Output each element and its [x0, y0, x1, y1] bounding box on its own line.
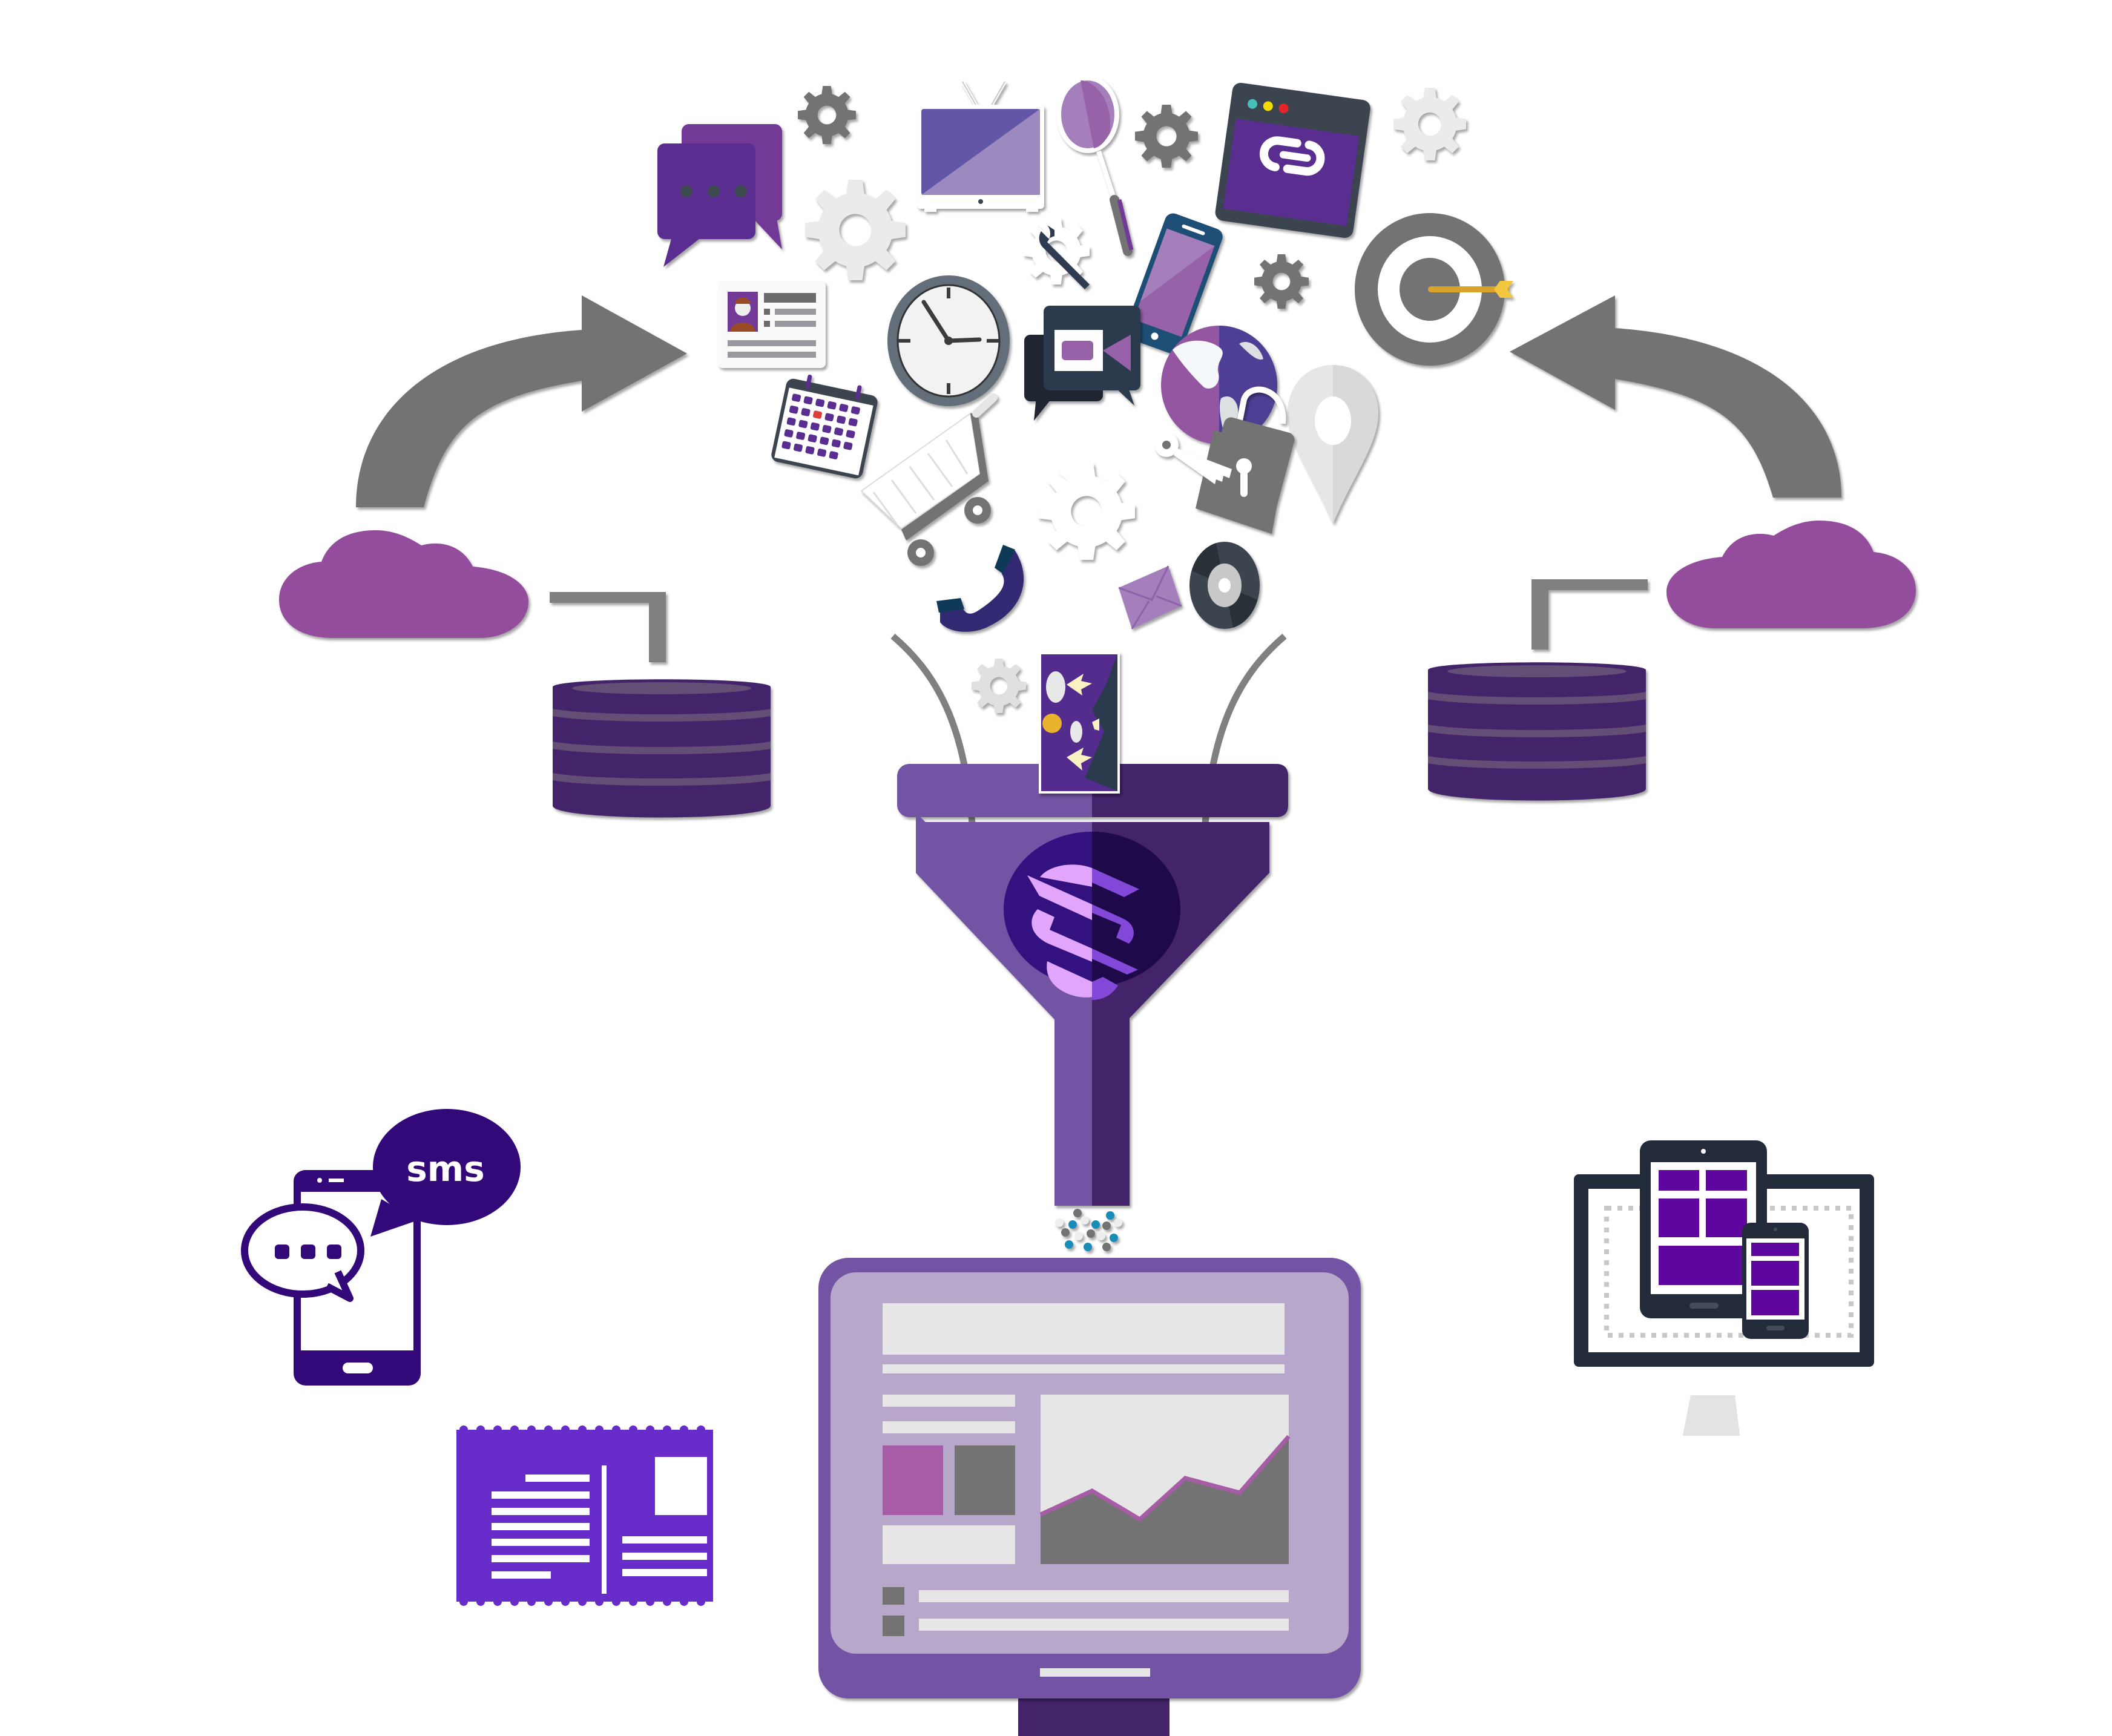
- gear-icon: [972, 659, 1026, 713]
- clock-icon: [887, 275, 1010, 406]
- database-icon-left: [553, 674, 771, 823]
- cloud-icon-left: [279, 530, 531, 639]
- video-chat-icon: [1024, 306, 1145, 421]
- sms-label: sms: [406, 1148, 484, 1189]
- location-pin-icon: [1288, 365, 1378, 524]
- browser-link-icon: [1215, 79, 1370, 254]
- envelope-icon: [1118, 565, 1185, 634]
- connector-line-left: [550, 592, 667, 663]
- connector-line-right: [1531, 579, 1649, 651]
- curved-arrow-right-icon: [354, 295, 693, 513]
- gear-icon: [1393, 88, 1466, 160]
- area-chart: [1039, 1395, 1291, 1564]
- data-particles: [1054, 1205, 1133, 1253]
- cloud-icon-right: [1666, 521, 1918, 630]
- gear-icon: [1038, 463, 1135, 560]
- gear-icon: [805, 180, 906, 280]
- tv-icon: [917, 81, 1045, 215]
- shopping-cart-icon: [860, 389, 998, 571]
- funnel-icon: [897, 764, 1291, 1209]
- disc-icon: [1189, 542, 1260, 629]
- picture-icon: [1039, 652, 1121, 795]
- wrench-gear-icon: [1023, 218, 1102, 297]
- smartphone-icon: [1125, 213, 1223, 355]
- curved-arrow-left-icon: [1510, 295, 1849, 513]
- database-icon-right: [1428, 657, 1646, 806]
- calendar-icon: [771, 374, 878, 482]
- s-logo: [1027, 864, 1139, 1000]
- postcard-icon: [453, 1425, 717, 1606]
- lock-key-icon: [1153, 386, 1295, 536]
- sms-phone-icon: sms: [241, 1109, 521, 1386]
- dashboard-monitor-icon: [818, 1258, 1369, 1736]
- telephone-icon: [936, 544, 1028, 636]
- gear-icon: [1254, 254, 1309, 309]
- gear-icon: [1135, 105, 1198, 168]
- gear-icon: [798, 86, 856, 144]
- contact-card-icon: [718, 281, 827, 369]
- chat-bubbles-icon: [657, 124, 785, 275]
- magnifier-icon: [1056, 76, 1135, 257]
- responsive-devices-icon: [1574, 1138, 1877, 1441]
- target-icon: [1355, 213, 1524, 366]
